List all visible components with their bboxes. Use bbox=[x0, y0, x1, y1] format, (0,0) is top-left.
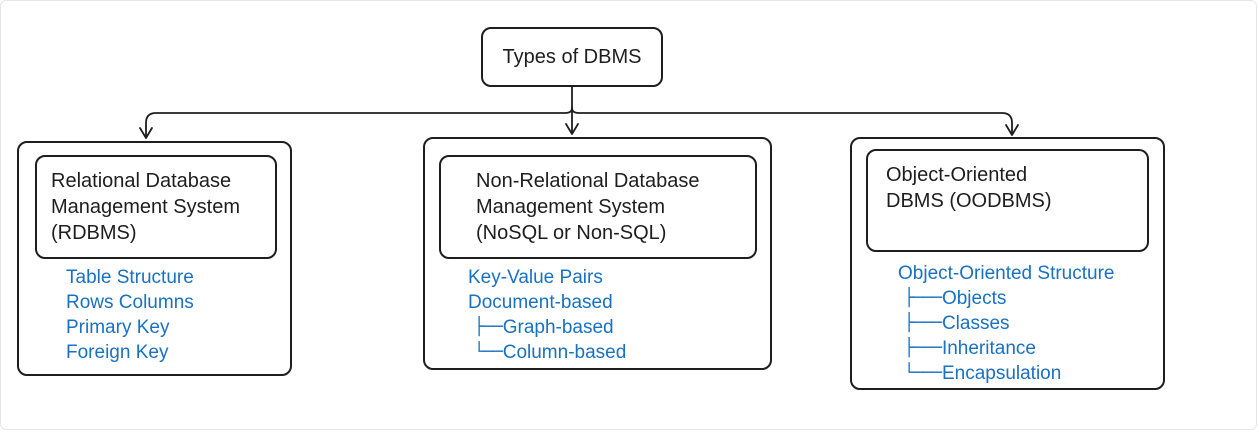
list-item: Foreign Key bbox=[66, 342, 169, 363]
sub-item-label: Graph-based bbox=[502, 317, 614, 338]
sub-item-label: Classes bbox=[941, 313, 1010, 334]
list-item: Document-based bbox=[468, 292, 613, 313]
category-oodbms-title-box bbox=[866, 149, 1149, 252]
tree-branch-glyph: └─── bbox=[904, 363, 942, 383]
sub-item-label: Encapsulation bbox=[941, 363, 1062, 384]
title-line: (RDBMS) bbox=[51, 222, 137, 244]
root-title: Types of DBMS bbox=[502, 45, 642, 68]
category-nosql-features: Key-Value Pairs Document-based ├── Graph… bbox=[468, 265, 626, 365]
category-oodbms bbox=[850, 137, 1165, 390]
category-rdbms-title-box bbox=[35, 155, 277, 259]
sub-item-label: Objects bbox=[941, 288, 1007, 309]
tree-branch-glyph: ├─── bbox=[904, 288, 942, 308]
sub-item-label: Inheritance bbox=[941, 338, 1036, 359]
tree-sub-item: └── Column-based bbox=[474, 340, 626, 365]
category-nosql bbox=[423, 137, 772, 370]
category-nosql-title: Non-Relational Database Management Syste… bbox=[476, 168, 699, 246]
category-nosql-title-box bbox=[439, 155, 757, 259]
list-item: Object-Oriented Structure bbox=[898, 263, 1115, 284]
tree-sub-item: ├── Graph-based bbox=[474, 315, 626, 340]
list-item: Key-Value Pairs bbox=[468, 267, 603, 288]
category-oodbms-title: Object-Oriented DBMS (OODBMS) bbox=[886, 162, 1052, 214]
category-rdbms-features: Table Structure Rows Columns Primary Key… bbox=[66, 265, 194, 365]
tree-sub-item: ├─── Inheritance bbox=[904, 336, 1114, 361]
sub-item-label: Column-based bbox=[502, 342, 627, 363]
title-line: (NoSQL or Non-SQL) bbox=[476, 222, 667, 244]
list-item: Rows Columns bbox=[66, 292, 194, 313]
category-oodbms-features: Object-Oriented Structure ├─── Objects ├… bbox=[898, 261, 1114, 386]
title-line: Management System bbox=[476, 196, 665, 218]
title-line: Management System bbox=[51, 196, 240, 218]
title-line: DBMS (OODBMS) bbox=[886, 190, 1052, 212]
list-item: Table Structure bbox=[66, 267, 194, 288]
tree-branch-glyph: └── bbox=[474, 342, 503, 362]
tree-sub-item: ├─── Objects bbox=[904, 286, 1114, 311]
tree-branch-glyph: ├── bbox=[474, 317, 503, 337]
tree-branch-glyph: ├─── bbox=[904, 338, 942, 358]
category-rdbms-title: Relational Database Management System (R… bbox=[51, 168, 240, 246]
title-line: Relational Database bbox=[51, 170, 232, 192]
list-item: Primary Key bbox=[66, 317, 170, 338]
tree-branch-glyph: ├─── bbox=[904, 313, 942, 333]
tree-sub-item: ├─── Classes bbox=[904, 311, 1114, 336]
title-line: Object-Oriented bbox=[886, 164, 1028, 186]
root-node: Types of DBMS bbox=[481, 27, 663, 87]
title-line: Non-Relational Database bbox=[476, 170, 700, 192]
tree-sub-item: └─── Encapsulation bbox=[904, 361, 1114, 386]
category-rdbms bbox=[17, 141, 292, 376]
